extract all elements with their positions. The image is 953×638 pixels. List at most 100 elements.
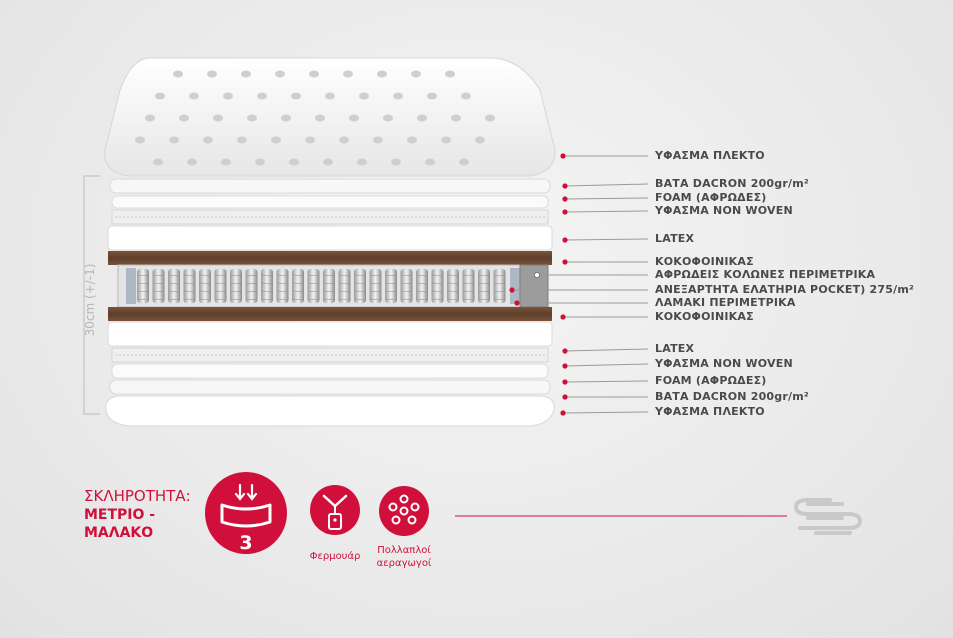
spring-coil-line bbox=[153, 298, 164, 301]
spring-coil-line bbox=[277, 282, 288, 285]
spring-coil-line bbox=[168, 298, 180, 301]
tuft-dot bbox=[325, 92, 335, 100]
callout-dot bbox=[562, 183, 568, 189]
tuft-dot bbox=[309, 70, 319, 78]
tuft-dot bbox=[393, 92, 403, 100]
spring-coil-line bbox=[432, 298, 443, 301]
spring-coil-line bbox=[261, 290, 273, 293]
tuft-dot bbox=[323, 158, 333, 166]
spring-coil-line bbox=[277, 298, 288, 301]
tuft-dot bbox=[281, 114, 291, 122]
foam-columns-perimeter bbox=[510, 268, 520, 304]
spring-coil bbox=[307, 269, 320, 303]
spring-coil-line bbox=[385, 290, 397, 293]
tuft-dot bbox=[223, 92, 233, 100]
spring-coil-line bbox=[153, 274, 164, 277]
spring-coil-line bbox=[261, 282, 273, 285]
spring-coil-line bbox=[308, 290, 319, 293]
perimeter-edge bbox=[519, 264, 549, 308]
firmness-value: ΜΕΤΡΙΟ - ΜΑΛΑΚΟ bbox=[84, 507, 156, 541]
spring-coil bbox=[168, 269, 180, 303]
spring-coil-line bbox=[246, 298, 257, 301]
spring-coil-line bbox=[137, 274, 149, 277]
spring-coil-line bbox=[478, 282, 490, 285]
spring-coil bbox=[199, 269, 211, 303]
callout-line bbox=[564, 210, 649, 213]
tuft-dot bbox=[271, 136, 281, 144]
spring-coil bbox=[385, 269, 397, 303]
tufting-dots bbox=[135, 70, 495, 166]
tuft-dot bbox=[179, 114, 189, 122]
tuft-dot bbox=[359, 92, 369, 100]
tuft-dot bbox=[445, 70, 455, 78]
tuft-dot bbox=[485, 114, 495, 122]
spring-coil bbox=[276, 269, 289, 303]
spring-coil-line bbox=[292, 290, 304, 293]
spring-coil bbox=[462, 269, 475, 303]
layer-label: ΥΦΑΣΜΑ NON WOVEN bbox=[655, 357, 793, 370]
firmness-level: 3 bbox=[239, 532, 252, 554]
spring-coil bbox=[245, 269, 258, 303]
spring-coil bbox=[261, 269, 273, 303]
spring-coil-line bbox=[292, 274, 304, 277]
spring-coil-line bbox=[261, 274, 273, 277]
tuft-dot bbox=[475, 136, 485, 144]
spring-coil-line bbox=[416, 290, 428, 293]
spring-coil-line bbox=[199, 282, 211, 285]
tuft-dot bbox=[459, 158, 469, 166]
spring-coil-line bbox=[339, 298, 350, 301]
spring-coil-line bbox=[292, 298, 304, 301]
spring-coil-line bbox=[323, 298, 335, 301]
tuft-dot bbox=[145, 114, 155, 122]
spring-coil-line bbox=[230, 298, 242, 301]
tuft-dot bbox=[289, 158, 299, 166]
spring-coil-line bbox=[230, 274, 242, 277]
spring-coil-line bbox=[494, 274, 505, 277]
pillow-top-layer bbox=[104, 57, 556, 177]
spring-coil-line bbox=[184, 298, 195, 301]
foam-layer-top bbox=[111, 195, 549, 209]
spring-coil-line bbox=[230, 290, 242, 293]
height-bracket bbox=[83, 175, 100, 415]
callout-dot bbox=[509, 287, 515, 293]
spring-coil-line bbox=[432, 290, 443, 293]
spring-coil bbox=[214, 269, 227, 303]
callout-line bbox=[564, 348, 649, 352]
spring-coil-line bbox=[230, 282, 242, 285]
callout-line bbox=[564, 183, 649, 187]
spring-coil bbox=[292, 269, 304, 303]
spring-coil-line bbox=[478, 298, 490, 301]
spring-coil-line bbox=[401, 298, 412, 301]
dacron-layer-bottom bbox=[109, 379, 551, 395]
tuft-dot bbox=[207, 70, 217, 78]
layer-label: ΒΑΤΑ DACRON 200gr/m² bbox=[655, 177, 809, 190]
tuft-dot bbox=[315, 114, 325, 122]
spring-coil-line bbox=[199, 290, 211, 293]
tuft-dot bbox=[451, 114, 461, 122]
spring-coil-line bbox=[354, 282, 366, 285]
tuft-dot bbox=[221, 158, 231, 166]
spring-coil-line bbox=[168, 290, 180, 293]
spring-coil-line bbox=[199, 298, 211, 301]
spring-coil-line bbox=[354, 274, 366, 277]
spring-coil-line bbox=[323, 282, 335, 285]
spring-coil-line bbox=[401, 274, 412, 277]
spring-coil-line bbox=[137, 282, 149, 285]
callout-dot bbox=[562, 394, 568, 400]
spring-coil bbox=[183, 269, 196, 303]
callout-line bbox=[564, 363, 649, 367]
spring-coil-line bbox=[323, 290, 335, 293]
tuft-dot bbox=[343, 70, 353, 78]
nonwoven-layer-bottom bbox=[111, 347, 549, 363]
callout-dot bbox=[562, 259, 568, 265]
spring-coil-line bbox=[401, 290, 412, 293]
layer-label: ΑΦΡΩΔΕΙΣ ΚΟΛΩΝΕΣ ΠΕΡΙΜΕΤΡΙΚΑ bbox=[655, 268, 876, 281]
spring-coil-line bbox=[463, 274, 474, 277]
layer-label: ΑΝΕΞΑΡΤΗΤΑ ΕΛΑΤΗΡΙΑ POCKET) 275/m² bbox=[655, 283, 915, 296]
spring-coil-line bbox=[292, 282, 304, 285]
layer-label: FOAM (ΑΦΡΩΔΕΣ) bbox=[655, 191, 767, 204]
spring-coil-line bbox=[215, 290, 226, 293]
callout-lines bbox=[509, 153, 649, 416]
layer-label: ΛΑΜΑΚΙ ΠΕΡΙΜΕΤΡΙΚΑ bbox=[655, 296, 796, 309]
callout-line bbox=[564, 380, 649, 383]
